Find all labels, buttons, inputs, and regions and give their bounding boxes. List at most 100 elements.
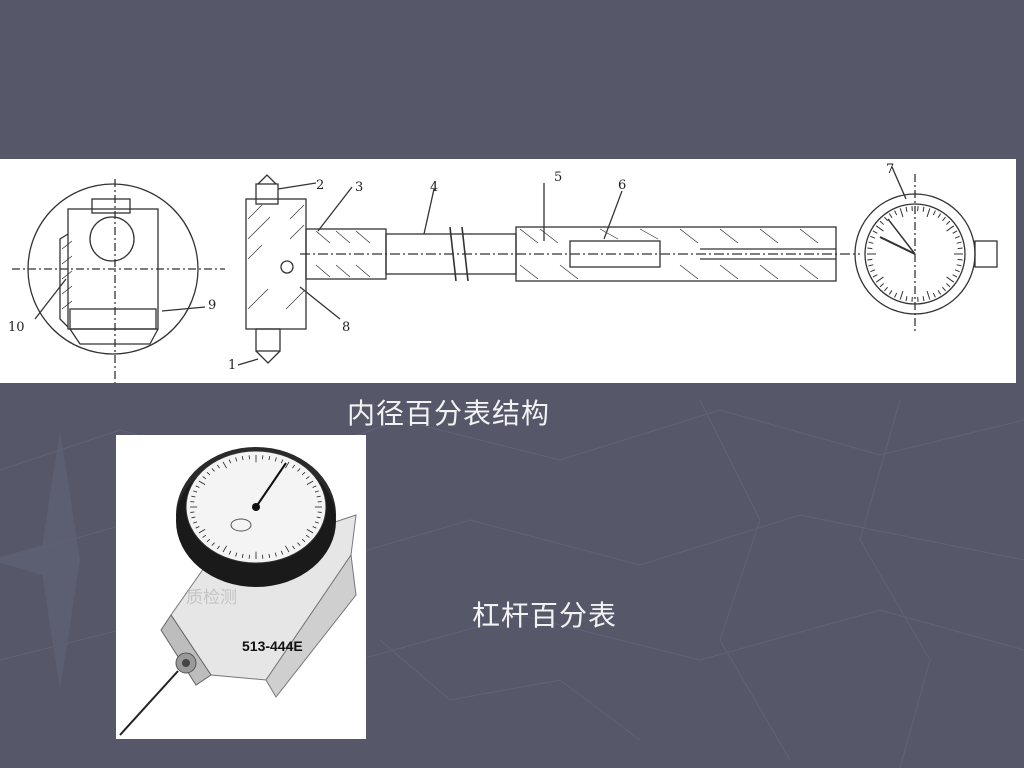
dial-tick: [954, 235, 960, 239]
dial-tick: [946, 276, 955, 283]
dial-tick: [926, 290, 931, 300]
dial-tick: [235, 457, 238, 462]
dial-tick: [241, 456, 244, 461]
dial-tick: [922, 296, 925, 302]
dial-tick: [872, 274, 878, 278]
dial-tick: [193, 521, 198, 524]
dial-tick: [946, 283, 951, 288]
dial-tick: [305, 534, 310, 538]
dial-tick: [274, 457, 277, 462]
dial-tick: [202, 534, 207, 538]
dial-tick: [301, 471, 306, 476]
dial-tick: [894, 210, 898, 216]
dial-tick: [228, 459, 232, 464]
dial-tick: [198, 529, 206, 534]
dial-tick: [888, 290, 893, 295]
dial-tick: [875, 225, 884, 232]
dial-tick: [202, 476, 207, 480]
dial-tick: [297, 542, 301, 546]
dial-tick: [937, 213, 942, 218]
dial-tick: [879, 283, 884, 288]
dial-tick: [884, 286, 888, 292]
part-label-10: 10: [8, 320, 25, 335]
dial-tick: [241, 553, 244, 558]
dial-tick: [191, 495, 196, 498]
measuring-head: [245, 198, 307, 330]
dial-tick: [937, 290, 942, 295]
dial-tick: [942, 216, 946, 222]
part-label-4: 4: [430, 180, 438, 195]
figure2-caption: 杠杆百分表: [472, 599, 618, 632]
dial-tick: [905, 206, 908, 212]
dial-tick: [305, 476, 310, 480]
part-label-7: 7: [886, 162, 894, 177]
dial-tick: [191, 516, 196, 519]
handle: [515, 226, 837, 282]
dial-tick: [946, 225, 955, 232]
bore-gauge-drawing: 1 2 3 4 5 6 7 8 9 10: [0, 159, 1016, 383]
dial-tick: [306, 529, 314, 534]
dial-tick: [268, 456, 271, 461]
dial-tick: [879, 220, 884, 225]
dial-tick: [306, 480, 314, 485]
dial-tick: [867, 247, 873, 250]
dial-tick: [888, 213, 893, 218]
dial-tick: [195, 526, 200, 529]
dial-tick: [228, 550, 232, 555]
part-label-8: 8: [342, 320, 350, 335]
dial-tick: [211, 468, 215, 472]
dial-tick: [922, 206, 925, 212]
watermark-text: 质检测: [186, 588, 237, 607]
dial-tick: [942, 286, 946, 292]
dial-tick: [872, 230, 878, 234]
figure1-caption: 内径百分表结构: [347, 397, 551, 430]
model-number: 513-444E: [242, 638, 303, 654]
dial-tick: [274, 552, 277, 557]
dial-tick: [285, 461, 290, 469]
dial-tick: [870, 269, 876, 273]
dial-tick: [297, 468, 301, 472]
dial-tick: [206, 471, 211, 476]
dial-tick: [280, 459, 284, 464]
dial-tick: [292, 464, 296, 469]
dial-tick: [312, 485, 317, 488]
dial-tick: [280, 550, 284, 555]
dial-tick: [926, 208, 931, 218]
dial-tick: [946, 220, 951, 225]
part-label-1: 1: [228, 358, 236, 373]
part-label-9: 9: [208, 298, 216, 313]
dial-tick: [867, 258, 873, 261]
dial-tick: [932, 292, 936, 298]
end-view-bore: [89, 216, 135, 262]
dial-tick: [952, 230, 958, 234]
part-label-6: 6: [618, 178, 626, 193]
dial-tick: [292, 545, 296, 550]
indicator-stylus: [119, 670, 179, 736]
dial-tick: [268, 553, 271, 558]
dial-needle: [255, 462, 287, 508]
dial-tick: [206, 538, 211, 543]
dial-tick: [932, 210, 936, 216]
dial-tick: [870, 235, 876, 239]
dial-tick: [868, 241, 874, 244]
dial-tick: [957, 258, 963, 261]
dial-tick: [868, 264, 874, 267]
dial-tick: [894, 292, 898, 298]
dial-tick: [956, 241, 962, 244]
dial-tick: [285, 545, 290, 553]
dial-tick: [193, 490, 198, 493]
dial-tick: [314, 521, 319, 524]
dial-tick: [954, 269, 960, 273]
dial-tick: [875, 276, 884, 283]
part-label-2: 2: [316, 178, 324, 193]
dial-tick: [216, 545, 220, 550]
dial-tick: [222, 461, 227, 469]
dial-tick: [195, 485, 200, 488]
dial-tick: [314, 490, 319, 493]
dial-tick: [235, 552, 238, 557]
dial-tick: [905, 296, 908, 302]
dial-tick: [952, 274, 958, 278]
lever-indicator-photo: 质检测 513-444E: [116, 435, 366, 739]
dial-tick: [301, 538, 306, 543]
dial-tick: [222, 545, 227, 553]
